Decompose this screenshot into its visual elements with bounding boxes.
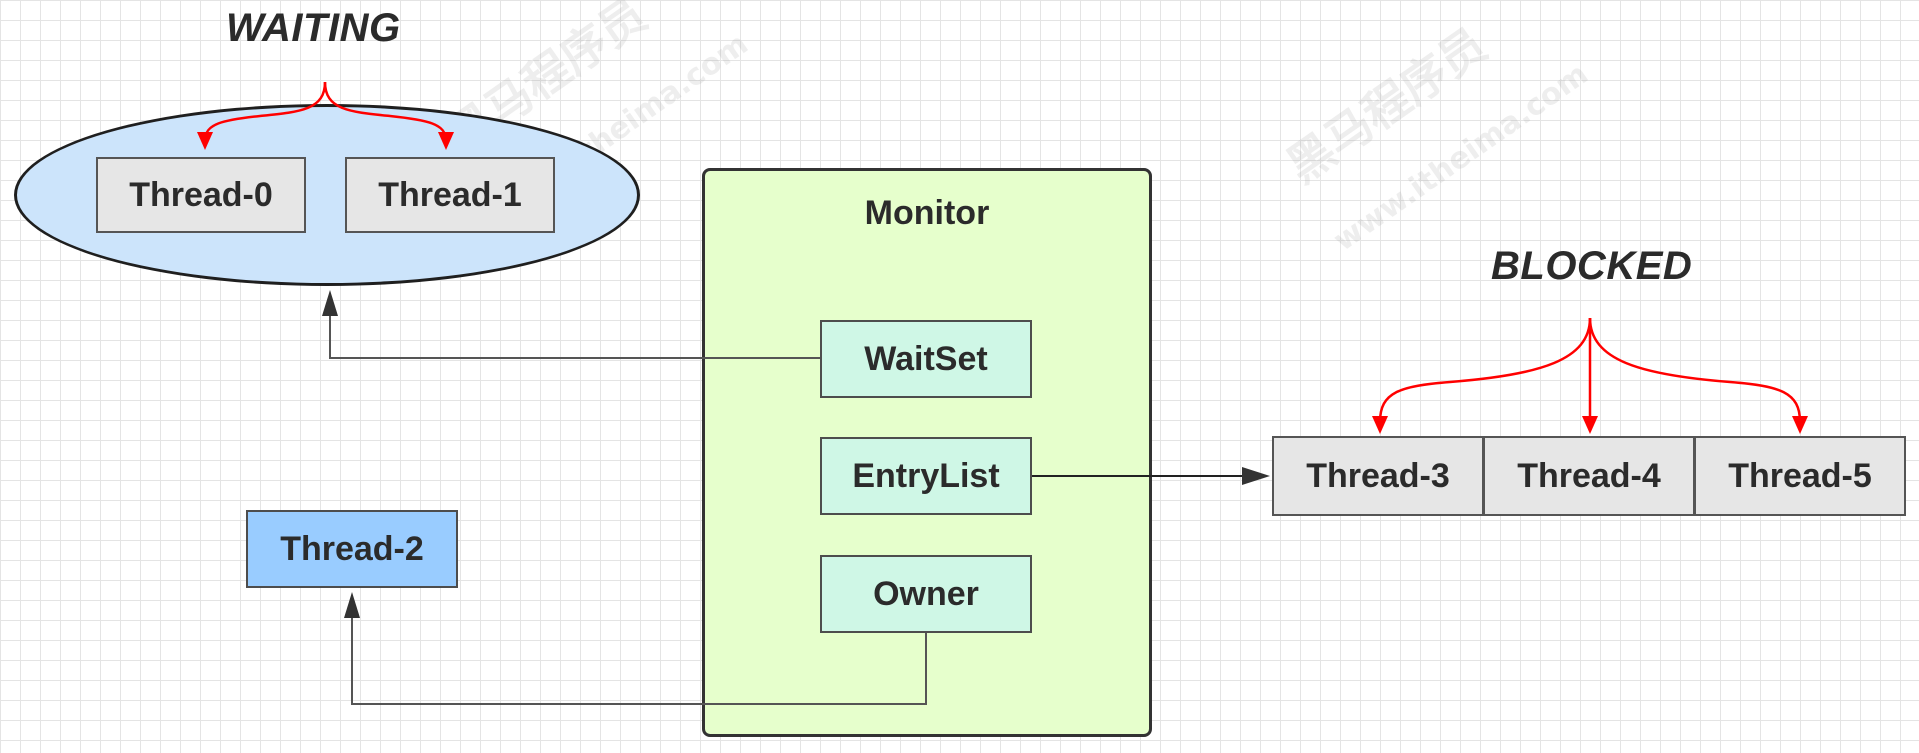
- owner-slot: Owner: [820, 555, 1032, 633]
- thread-4-box: Thread-4: [1483, 436, 1695, 516]
- waitset-slot: WaitSet: [820, 320, 1032, 398]
- blocked-arrow-left: [1378, 317, 1592, 423]
- thread-3-box: Thread-3: [1272, 436, 1484, 516]
- thread-2-box: Thread-2: [246, 510, 458, 588]
- thread-1-box: Thread-1: [345, 157, 555, 233]
- blocked-label: BLOCKED: [1491, 244, 1693, 288]
- waiting-label: WAITING: [226, 6, 401, 50]
- entrylist-slot: EntryList: [820, 437, 1032, 515]
- blocked-arrow-right: [1588, 317, 1802, 423]
- thread-5-box: Thread-5: [1694, 436, 1906, 516]
- monitor-title: Monitor: [864, 194, 990, 232]
- thread-0-box: Thread-0: [96, 157, 306, 233]
